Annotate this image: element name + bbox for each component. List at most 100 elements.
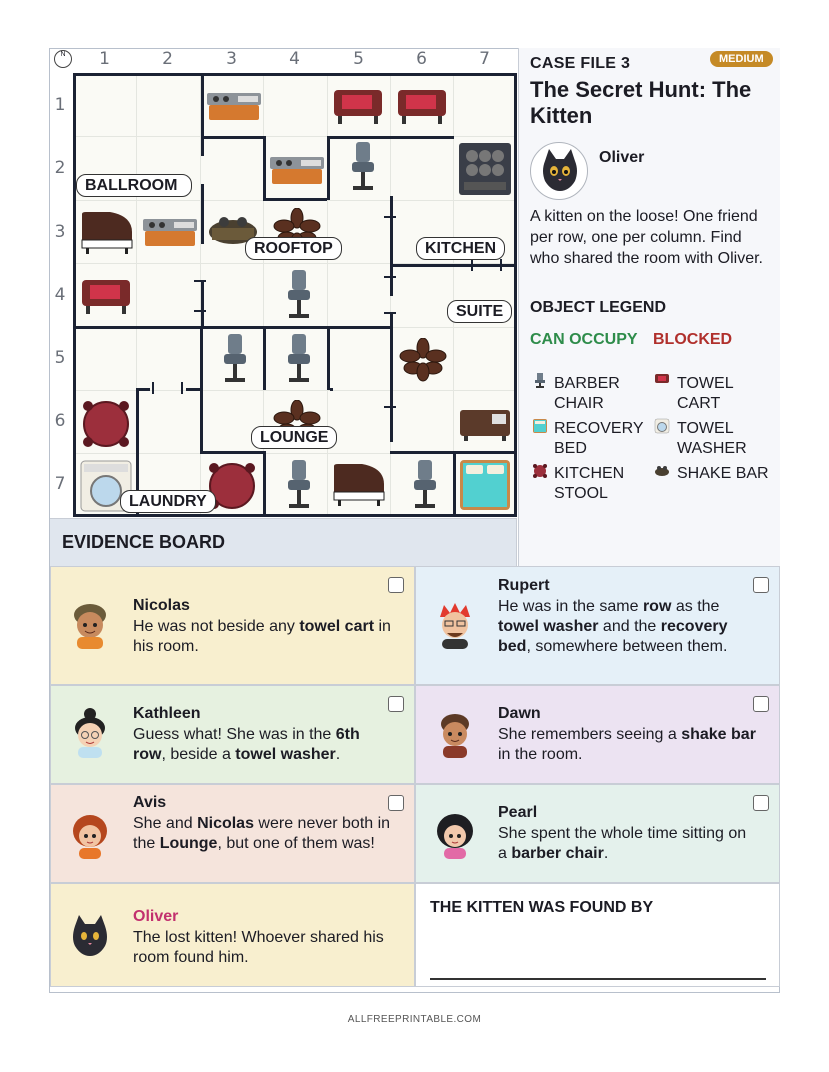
- rupert-avatar-icon: [440, 603, 470, 649]
- recovery-bed-icon: [533, 419, 547, 433]
- clue-card-dawn: Dawn She remembers seeing a shake bar in…: [415, 685, 780, 784]
- stove-icon: [459, 143, 511, 195]
- room-label-kitchen: KITCHEN: [416, 237, 506, 260]
- kitchen-stool-icon: [83, 401, 129, 447]
- legend-title: OBJECT LEGEND: [530, 299, 667, 316]
- clue-name: Kathleen: [133, 705, 201, 722]
- shake-bar-icon: [209, 217, 257, 244]
- legend-kitchen-stool: KITCHEN STOOL: [554, 465, 625, 502]
- clue-card-nicolas: Nicolas He was not beside any towel cart…: [50, 566, 415, 685]
- legend-recovery-bed: RECOVERY BED: [554, 420, 644, 457]
- shake-bar-icon: [655, 466, 669, 476]
- kathleen-avatar-icon: [75, 708, 105, 758]
- row-label: 4: [54, 285, 66, 305]
- clue-card-kathleen: Kathleen Guess what! She was in the 6th …: [50, 685, 415, 784]
- col-label: 2: [162, 49, 173, 69]
- col-label: 1: [99, 49, 110, 69]
- clue-checkbox[interactable]: [388, 795, 404, 811]
- clue-text: She remembers seeing a shake bar in the …: [498, 726, 756, 763]
- room-label-suite: SUITE: [447, 300, 513, 323]
- answer-label: THE KITTEN WAS FOUND BY: [430, 899, 654, 916]
- piano-icon: [333, 464, 385, 506]
- clue-name: Avis: [133, 794, 167, 811]
- console-icon: [207, 93, 261, 120]
- avis-avatar-icon: [73, 815, 107, 859]
- clue-name: Pearl: [498, 804, 538, 821]
- barber-chair-icon: [352, 142, 374, 190]
- kitchen-stool-icon: [533, 464, 547, 478]
- barber-chair-icon: [535, 373, 545, 388]
- barber-chair-icon: [288, 334, 310, 382]
- clue-card-oliver: Oliver The lost kitten! Whoever shared h…: [50, 883, 415, 987]
- case-file-label: CASE FILE 3: [530, 55, 631, 72]
- clue-checkbox[interactable]: [388, 696, 404, 712]
- barber-chair-icon: [414, 460, 436, 508]
- clue-name: Nicolas: [133, 597, 190, 614]
- row-label: 2: [54, 158, 66, 178]
- clue-text: She spent the whole time sitting on a ba…: [498, 825, 747, 862]
- clue-text: She and Nicolas were never both in the L…: [133, 815, 391, 852]
- clue-checkbox[interactable]: [753, 577, 769, 593]
- nicolas-avatar-icon: [74, 604, 106, 649]
- evidence-header: [50, 518, 517, 566]
- dawn-avatar-icon: [441, 714, 469, 758]
- answer-box[interactable]: [415, 883, 780, 987]
- barber-chair-icon: [288, 270, 310, 318]
- clue-name: Rupert: [498, 577, 550, 594]
- piano-icon: [81, 212, 133, 254]
- clue-card-rupert: Rupert He was in the same row as the tow…: [415, 566, 780, 685]
- row-label: 5: [54, 348, 66, 368]
- cat-icon: [543, 149, 577, 191]
- case-panel: [518, 48, 780, 566]
- towel-cart-icon: [655, 374, 669, 383]
- answer-line[interactable]: [430, 978, 766, 980]
- console-icon: [270, 157, 324, 184]
- row-label: 6: [54, 411, 66, 431]
- case-title: The Secret Hunt: The Kitten: [530, 77, 752, 128]
- legend-shake-bar: SHAKE BAR: [677, 465, 769, 482]
- pearl-avatar-icon: [437, 814, 473, 859]
- clue-text: He was in the same row as the towel wash…: [498, 598, 728, 655]
- clue-checkbox[interactable]: [388, 577, 404, 593]
- desk-icon: [460, 410, 510, 441]
- clue-name: Oliver: [133, 908, 179, 925]
- clue-checkbox[interactable]: [753, 795, 769, 811]
- compass-icon: N: [54, 50, 72, 68]
- can-occupy-label: CAN OCCUPY: [530, 331, 638, 348]
- victim-name: Oliver: [599, 149, 645, 166]
- cat-icon: [73, 915, 107, 956]
- clue-name: Dawn: [498, 705, 541, 722]
- towel-washer-icon: [654, 418, 670, 434]
- recovery-bed-icon: [460, 460, 510, 510]
- col-label: 6: [416, 49, 427, 69]
- console-icon: [143, 219, 197, 246]
- blocked-label: BLOCKED: [653, 331, 733, 348]
- towel-cart-icon: [398, 90, 446, 124]
- clue-card-pearl: Pearl She spent the whole time sitting o…: [415, 784, 780, 883]
- clue-text: Guess what! She was in the 6th row, besi…: [133, 726, 360, 763]
- case-description: A kitten on the loose! One friend per ro…: [530, 208, 763, 267]
- footer-site[interactable]: ALLFREEPRINTABLE.COM: [347, 1014, 482, 1025]
- kitten-avatar: [530, 142, 588, 200]
- clue-text: He was not beside any towel cart in his …: [133, 618, 391, 655]
- legend-towel-cart: TOWEL CART: [677, 375, 734, 412]
- col-label: 5: [353, 49, 364, 69]
- clue-card-avis: Avis She and Nicolas were never both in …: [50, 784, 415, 883]
- legend-towel-washer: TOWEL WASHER: [677, 420, 747, 457]
- room-label-lounge: LOUNGE: [251, 426, 338, 449]
- room-label-laundry: LAUNDRY: [120, 490, 216, 513]
- towel-washer-icon: [80, 460, 132, 512]
- floor-plan-grid[interactable]: BALLROOM ROOFTOP KITCHEN SUITE LOUNGE LA…: [73, 73, 517, 517]
- barber-chair-icon: [224, 334, 246, 382]
- clue-checkbox[interactable]: [753, 696, 769, 712]
- room-label-rooftop: ROOFTOP: [245, 237, 342, 260]
- row-label: 7: [54, 474, 66, 494]
- difficulty-badge: MEDIUM: [710, 51, 773, 67]
- col-label: 3: [226, 49, 237, 69]
- plant-icon: [399, 338, 447, 382]
- room-label-ballroom: BALLROOM: [76, 174, 192, 197]
- col-label: 7: [479, 49, 490, 69]
- evidence-title: EVIDENCE BOARD: [62, 532, 226, 552]
- barber-chair-icon: [288, 460, 310, 508]
- towel-cart-icon: [334, 90, 382, 124]
